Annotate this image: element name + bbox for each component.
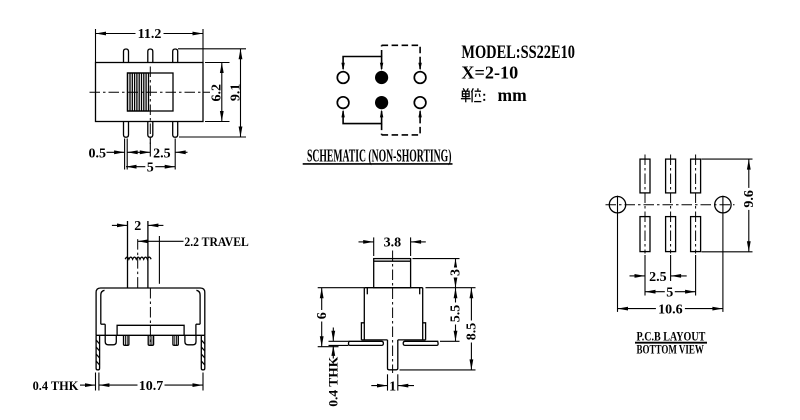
svg-text:11.2: 11.2 xyxy=(138,27,162,42)
svg-text:5.5: 5.5 xyxy=(449,305,464,323)
svg-text:10.7: 10.7 xyxy=(139,379,164,394)
svg-text:5: 5 xyxy=(147,160,154,175)
svg-text:SCHEMATIC (NON-SHORTING): SCHEMATIC (NON-SHORTING) xyxy=(307,145,452,166)
svg-text:0.4 THK: 0.4 THK xyxy=(33,378,80,393)
svg-text:10.6: 10.6 xyxy=(658,302,683,317)
svg-text:2.5: 2.5 xyxy=(649,270,667,285)
svg-text:X=2-10: X=2-10 xyxy=(461,63,518,83)
svg-text:MODEL:SS22E10: MODEL:SS22E10 xyxy=(461,42,575,63)
svg-text:2.5: 2.5 xyxy=(153,146,171,161)
svg-text:3: 3 xyxy=(449,269,464,276)
svg-text:3.8: 3.8 xyxy=(384,236,402,251)
svg-text:1: 1 xyxy=(389,379,396,394)
svg-text:BOTTOM VIEW: BOTTOM VIEW xyxy=(637,341,704,356)
svg-text:0.5: 0.5 xyxy=(89,146,107,161)
svg-text:2.2 TRAVEL: 2.2 TRAVEL xyxy=(184,234,249,249)
svg-text:8.5: 8.5 xyxy=(465,323,480,341)
svg-text:P.C.B LAYOUT: P.C.B LAYOUT xyxy=(637,329,706,344)
svg-text:6: 6 xyxy=(315,312,330,319)
svg-text:2: 2 xyxy=(134,219,141,234)
svg-text:0.4 THK: 0.4 THK xyxy=(326,356,341,407)
svg-text:6.2: 6.2 xyxy=(210,84,225,102)
svg-text:9.1: 9.1 xyxy=(228,84,243,102)
svg-text:9.6: 9.6 xyxy=(742,190,757,208)
svg-text:mm: mm xyxy=(498,85,528,105)
svg-text:5: 5 xyxy=(666,286,673,301)
